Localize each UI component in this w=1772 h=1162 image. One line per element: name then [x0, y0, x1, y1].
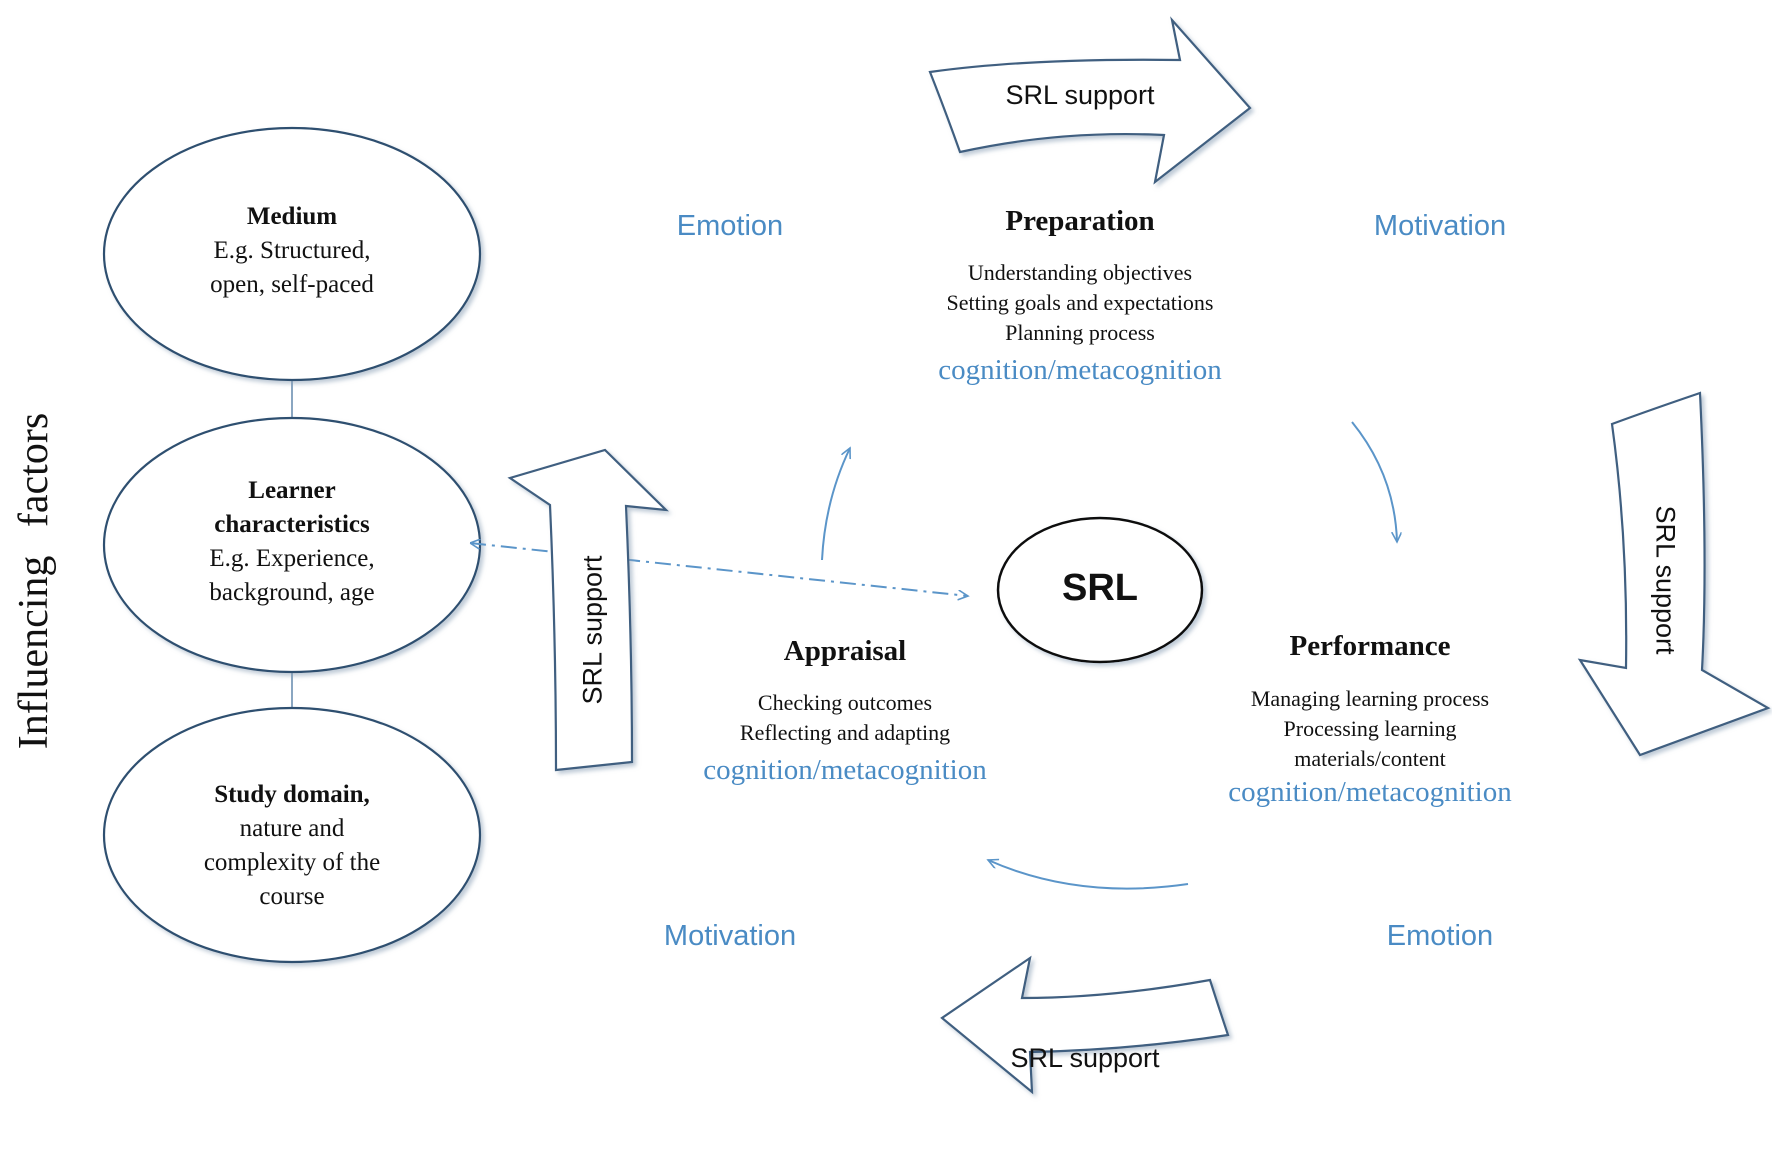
cycle-arrow-performance-to-appraisal [988, 860, 1189, 890]
affect-label-top-right: Motivation [1373, 210, 1507, 242]
factor-medium-heading: Medium [246, 203, 338, 230]
support-arrow-top [928, 16, 1252, 185]
factor-medium-line-2: open, self-paced [210, 271, 374, 298]
support-label-left: SRL support [577, 555, 608, 705]
affect-label-top-left: Emotion [676, 210, 784, 242]
affect-label-bottom-right: Emotion [1386, 920, 1494, 952]
performance-items: Managing learning process Processing lea… [1150, 684, 1590, 774]
performance-item-2: Processing learning [1283, 716, 1457, 741]
learner-srl-link [470, 543, 968, 596]
support-arrow-bottom [940, 955, 1230, 1095]
factor-learner-heading-1: Learner [248, 477, 336, 504]
performance-item-3: materials/content [1294, 746, 1446, 771]
performance-cognition: cognition/metacognition [1228, 776, 1512, 808]
cycle-arrow-appraisal-to-preparation [821, 448, 850, 561]
preparation-items: Understanding objectives Setting goals a… [860, 258, 1300, 348]
srl-center-ellipse [996, 516, 1204, 664]
affect-label-bottom-left: Motivation [663, 920, 797, 952]
factor-learner-line-1: E.g. Experience, [209, 545, 375, 572]
factor-ellipse-domain [102, 706, 482, 964]
influencing-factors-title: Influencing factors [11, 412, 57, 750]
preparation-title: Preparation [1005, 205, 1155, 237]
factor-domain-line-3: course [259, 883, 325, 910]
preparation-item-2: Setting goals and expectations [946, 290, 1214, 315]
factor-domain-line-2: complexity of the [203, 849, 381, 876]
factor-domain-line-1: nature and [239, 815, 345, 842]
factor-learner: Learner characteristics E.g. Experience,… [142, 474, 442, 610]
factor-domain: Study domain, nature and complexity of t… [142, 778, 442, 914]
factor-learner-heading-2: characteristics [214, 511, 370, 538]
support-arrow-right [1577, 391, 1771, 757]
factor-domain-heading: Study domain, [214, 781, 370, 808]
factor-learner-line-2: background, age [209, 579, 375, 606]
appraisal-items: Checking outcomes Reflecting and adaptin… [625, 688, 1065, 748]
factor-ellipse-medium [102, 126, 482, 382]
performance-title: Performance [1289, 630, 1451, 662]
factor-medium: Medium E.g. Structured, open, self-paced [142, 200, 442, 302]
factor-medium-line-1: E.g. Structured, [213, 237, 371, 264]
support-label-right: SRL support [1650, 505, 1681, 655]
support-arrow-left [507, 448, 669, 772]
preparation-item-1: Understanding objectives [967, 260, 1193, 285]
cycle-arrow-preparation-to-performance [1351, 421, 1397, 542]
preparation-cognition: cognition/metacognition [938, 354, 1222, 386]
srl-center-label: SRL [1062, 567, 1138, 609]
appraisal-item-2: Reflecting and adapting [739, 720, 951, 745]
performance-item-1: Managing learning process [1250, 686, 1490, 711]
appraisal-item-1: Checking outcomes [757, 690, 933, 715]
appraisal-cognition: cognition/metacognition [703, 754, 987, 786]
preparation-item-3: Planning process [1005, 320, 1155, 345]
appraisal-title: Appraisal [783, 635, 907, 667]
support-label-top: SRL support [1005, 80, 1155, 110]
support-label-bottom: SRL support [1010, 1043, 1160, 1073]
